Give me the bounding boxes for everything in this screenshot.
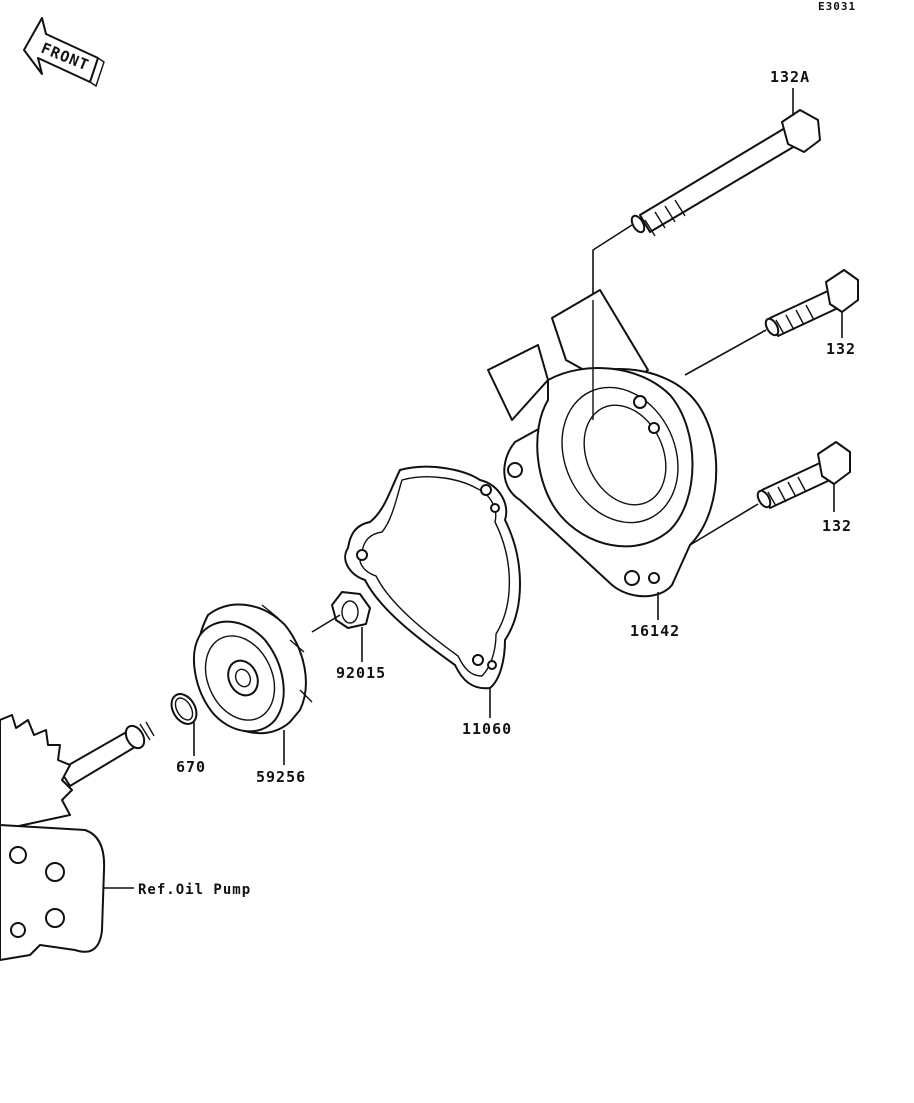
oil-pump-reference — [0, 714, 155, 961]
label-59256: 59256 — [256, 768, 306, 786]
label-132a: 132A — [770, 68, 810, 86]
bolt-132a — [630, 109, 821, 237]
label-ref-oil-pump: Ref.Oil Pump — [138, 882, 251, 898]
label-16142: 16142 — [630, 622, 680, 640]
label-92015: 92015 — [336, 664, 386, 682]
o-ring-670 — [170, 693, 198, 725]
bolt-132-upper — [764, 269, 859, 337]
label-670: 670 — [176, 758, 206, 776]
leader-132-lower-bolt — [689, 503, 759, 546]
impeller-59256 — [193, 603, 313, 735]
label-132-upper: 132 — [826, 340, 856, 358]
label-11060: 11060 — [462, 720, 512, 738]
diagram-code: E3031 — [818, 0, 856, 13]
gasket-11060 — [344, 465, 521, 690]
front-arrow-icon: FRONT — [23, 17, 105, 88]
label-132-lower: 132 — [822, 517, 852, 535]
bolt-132-lower — [756, 441, 851, 509]
washer-92015 — [331, 591, 371, 629]
water-pump-cover-16142 — [487, 289, 718, 598]
leader-92015-bolt — [311, 614, 341, 633]
leader-132-upper-bolt — [684, 329, 767, 376]
